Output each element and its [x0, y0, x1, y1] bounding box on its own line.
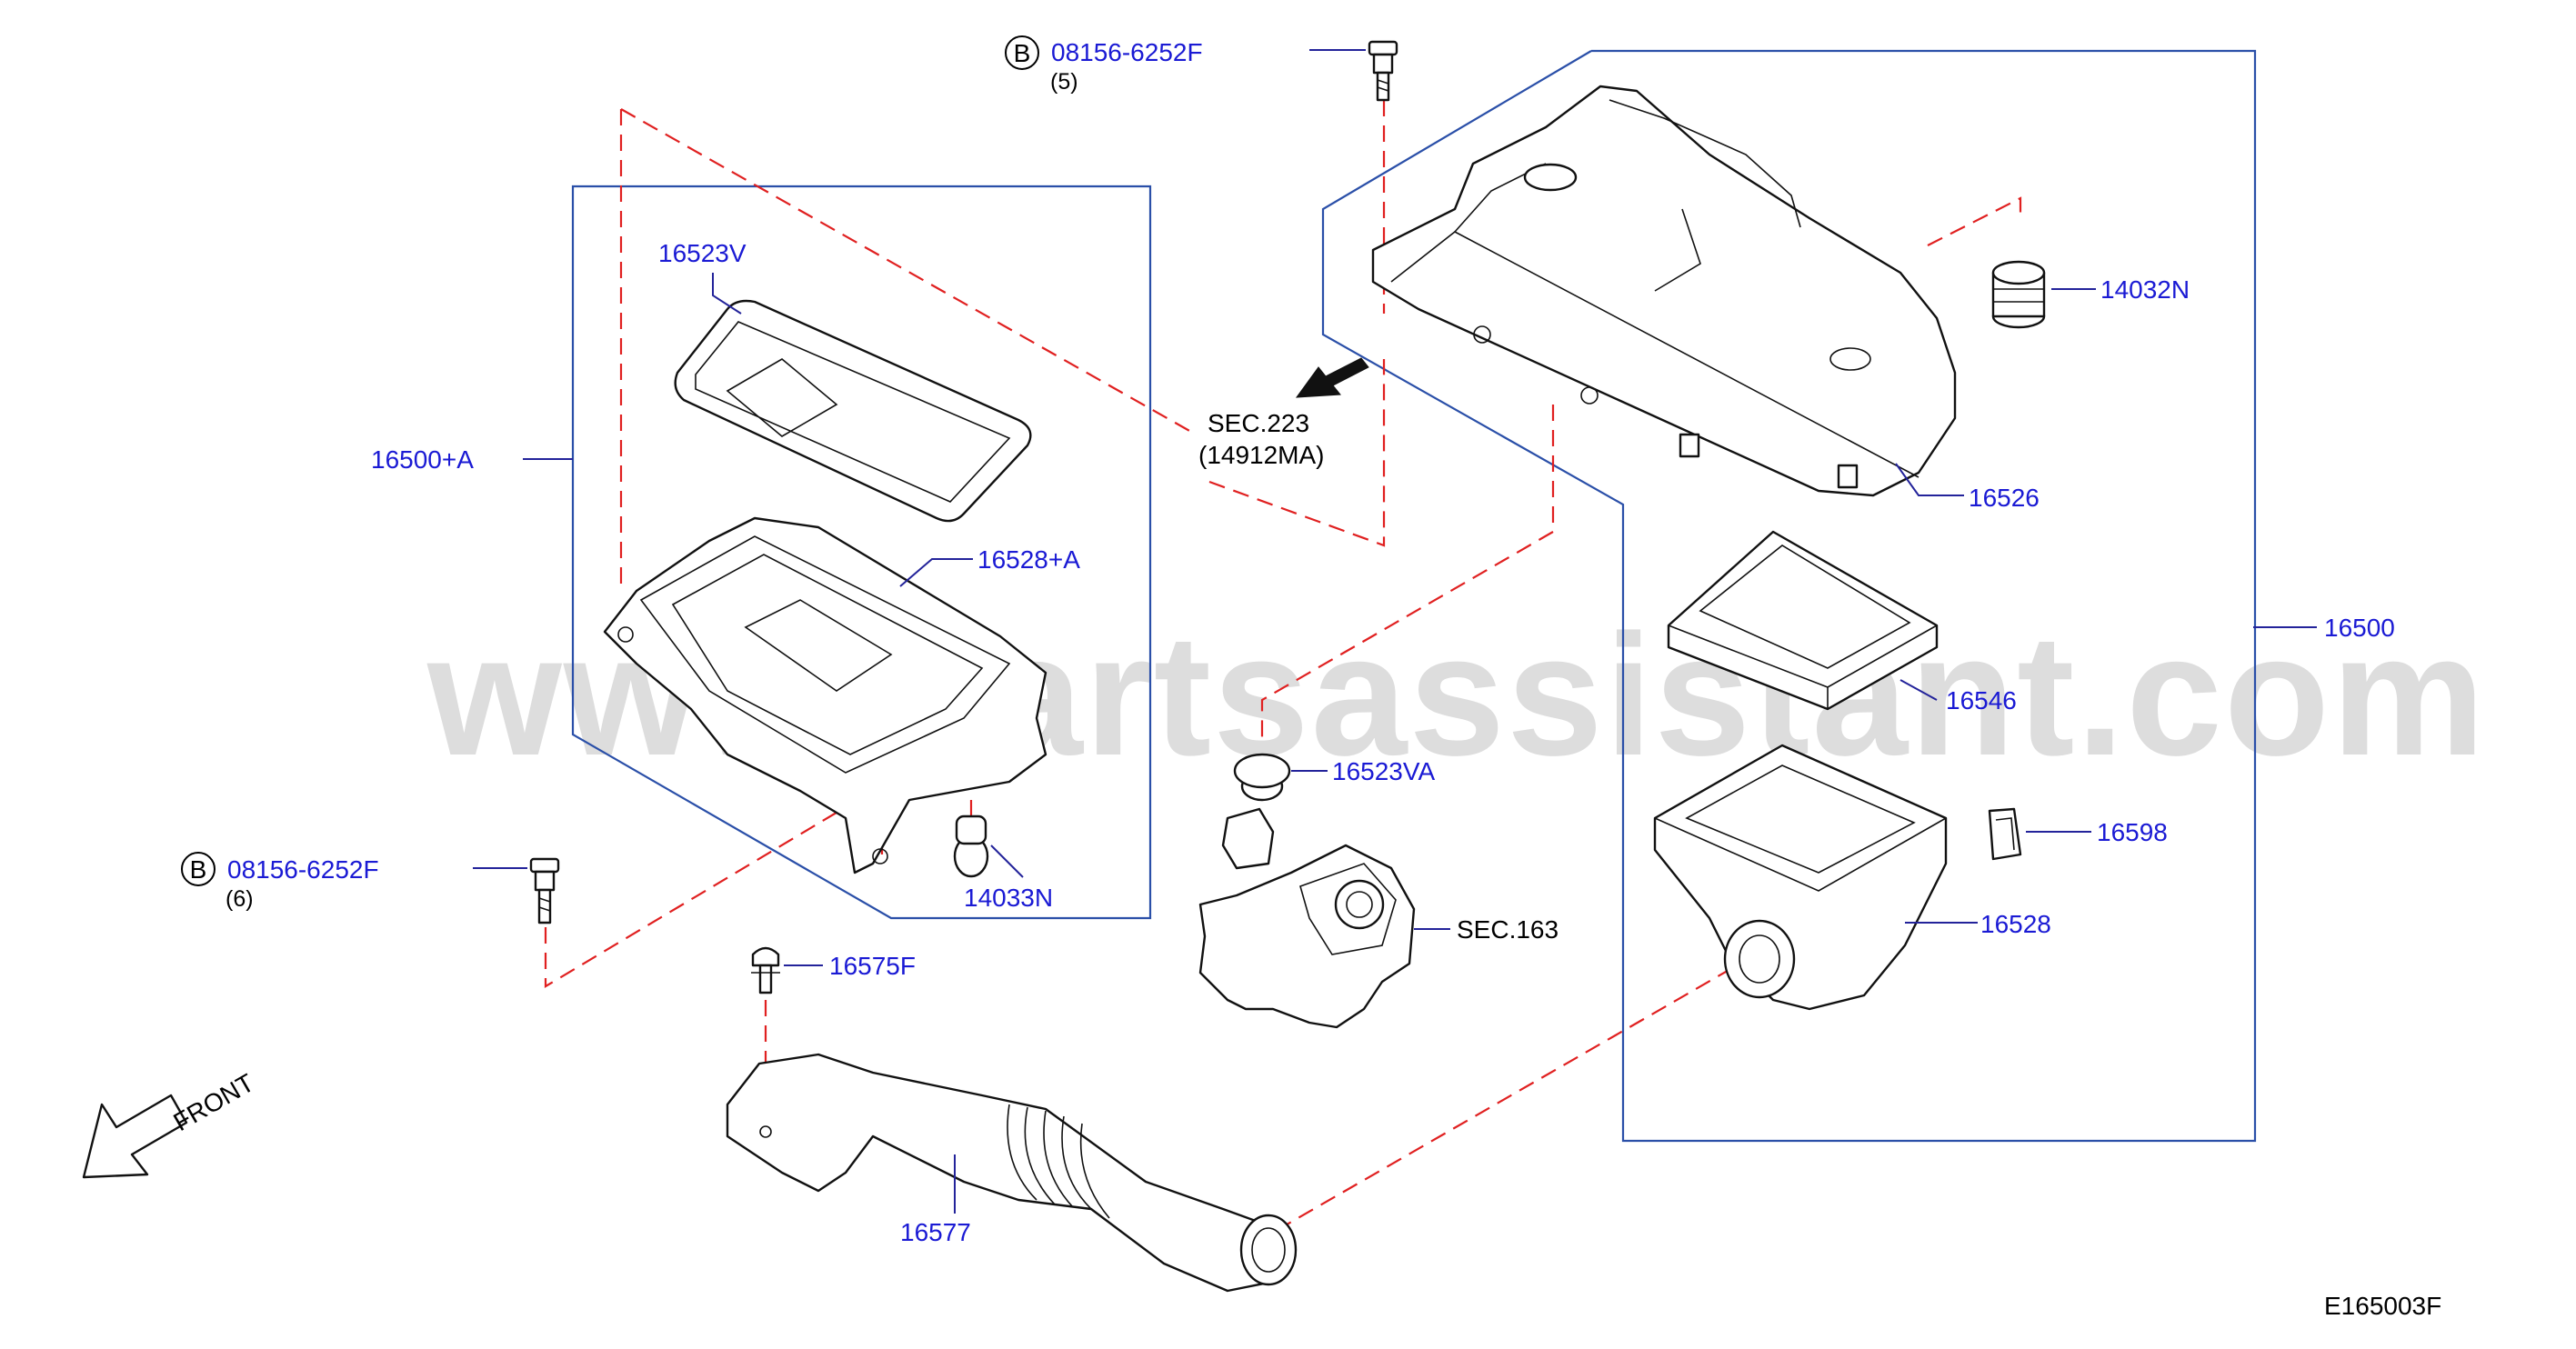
leader-14033n	[990, 844, 1024, 878]
bolt-left-part[interactable]: 08156-6252F	[227, 855, 379, 884]
callout-bolt-left[interactable]: B 08156-6252F (6)	[181, 852, 379, 912]
label-14032n[interactable]: 14032N	[2100, 275, 2190, 304]
label-16528a[interactable]: 16528+A	[977, 545, 1080, 574]
label-sec223-sub: (14912MA)	[1198, 441, 1325, 469]
part-16546-filter	[1667, 530, 1939, 711]
label-16500[interactable]: 16500	[2324, 614, 2395, 642]
sec223-arrow-icon	[1295, 357, 1369, 398]
dash-line-duct-box	[1281, 967, 1733, 1228]
label-16575f[interactable]: 16575F	[829, 952, 916, 980]
label-front: FRONT	[169, 1068, 259, 1136]
label-14033n[interactable]: 14033N	[964, 884, 1053, 912]
part-16523v-gasket	[674, 299, 1032, 523]
bolt-left-badge: B	[190, 855, 207, 884]
bolt-left-qty: (6)	[226, 886, 254, 912]
diagram-id: E165003F	[2324, 1292, 2441, 1320]
label-sec163[interactable]: SEC.163	[1457, 915, 1559, 944]
part-16523va-oring	[1233, 753, 1291, 789]
leader-16528a	[899, 558, 973, 587]
leader-16523v	[712, 273, 742, 315]
leader-16546	[1899, 679, 1938, 701]
dash-line-cover-throttle	[1260, 405, 1555, 745]
part-16528-case	[1653, 744, 1948, 1011]
bolt-top-icon	[1368, 40, 1398, 102]
group-16500a-outline	[571, 185, 1152, 920]
part-14032n-grommet	[1991, 260, 2046, 329]
part-16598-clip	[1988, 807, 2022, 861]
label-16500a[interactable]: 16500+A	[371, 445, 474, 474]
dash-line-top-diag	[620, 108, 1192, 433]
dash-line-bottom-bolt	[544, 790, 874, 988]
part-16528a-tray	[603, 516, 1047, 874]
part-throttle-body	[1198, 771, 1416, 1029]
label-16598[interactable]: 16598	[2097, 818, 2168, 846]
dash-line-14032n	[1927, 196, 2022, 246]
part-16577-duct	[726, 1053, 1298, 1293]
bolt-top-part[interactable]: 08156-6252F	[1051, 38, 1203, 66]
part-16526-cover	[1371, 85, 1957, 497]
part-16575f-clip	[751, 946, 780, 994]
label-sec223[interactable]: SEC.223	[1208, 409, 1309, 437]
label-16528[interactable]: 16528	[1980, 910, 2051, 938]
bolt-left-icon	[529, 857, 560, 924]
label-16526[interactable]: 16526	[1969, 484, 2040, 512]
front-arrow-icon	[82, 1094, 188, 1179]
group-16500-outline	[1321, 49, 2257, 1143]
label-16523v[interactable]: 16523V	[658, 239, 747, 267]
callout-bolt-top[interactable]: B 08156-6252F (5)	[1005, 35, 1203, 95]
part-14033n-grommet	[953, 814, 989, 878]
dash-line-sec223	[1208, 359, 1386, 547]
label-16523va[interactable]: 16523VA	[1332, 757, 1435, 785]
leader-16526	[1895, 463, 1964, 496]
label-16577[interactable]: 16577	[900, 1218, 971, 1246]
bolt-top-badge: B	[1014, 39, 1031, 67]
bolt-top-qty: (5)	[1050, 69, 1078, 95]
label-16546[interactable]: 16546	[1946, 686, 2017, 714]
